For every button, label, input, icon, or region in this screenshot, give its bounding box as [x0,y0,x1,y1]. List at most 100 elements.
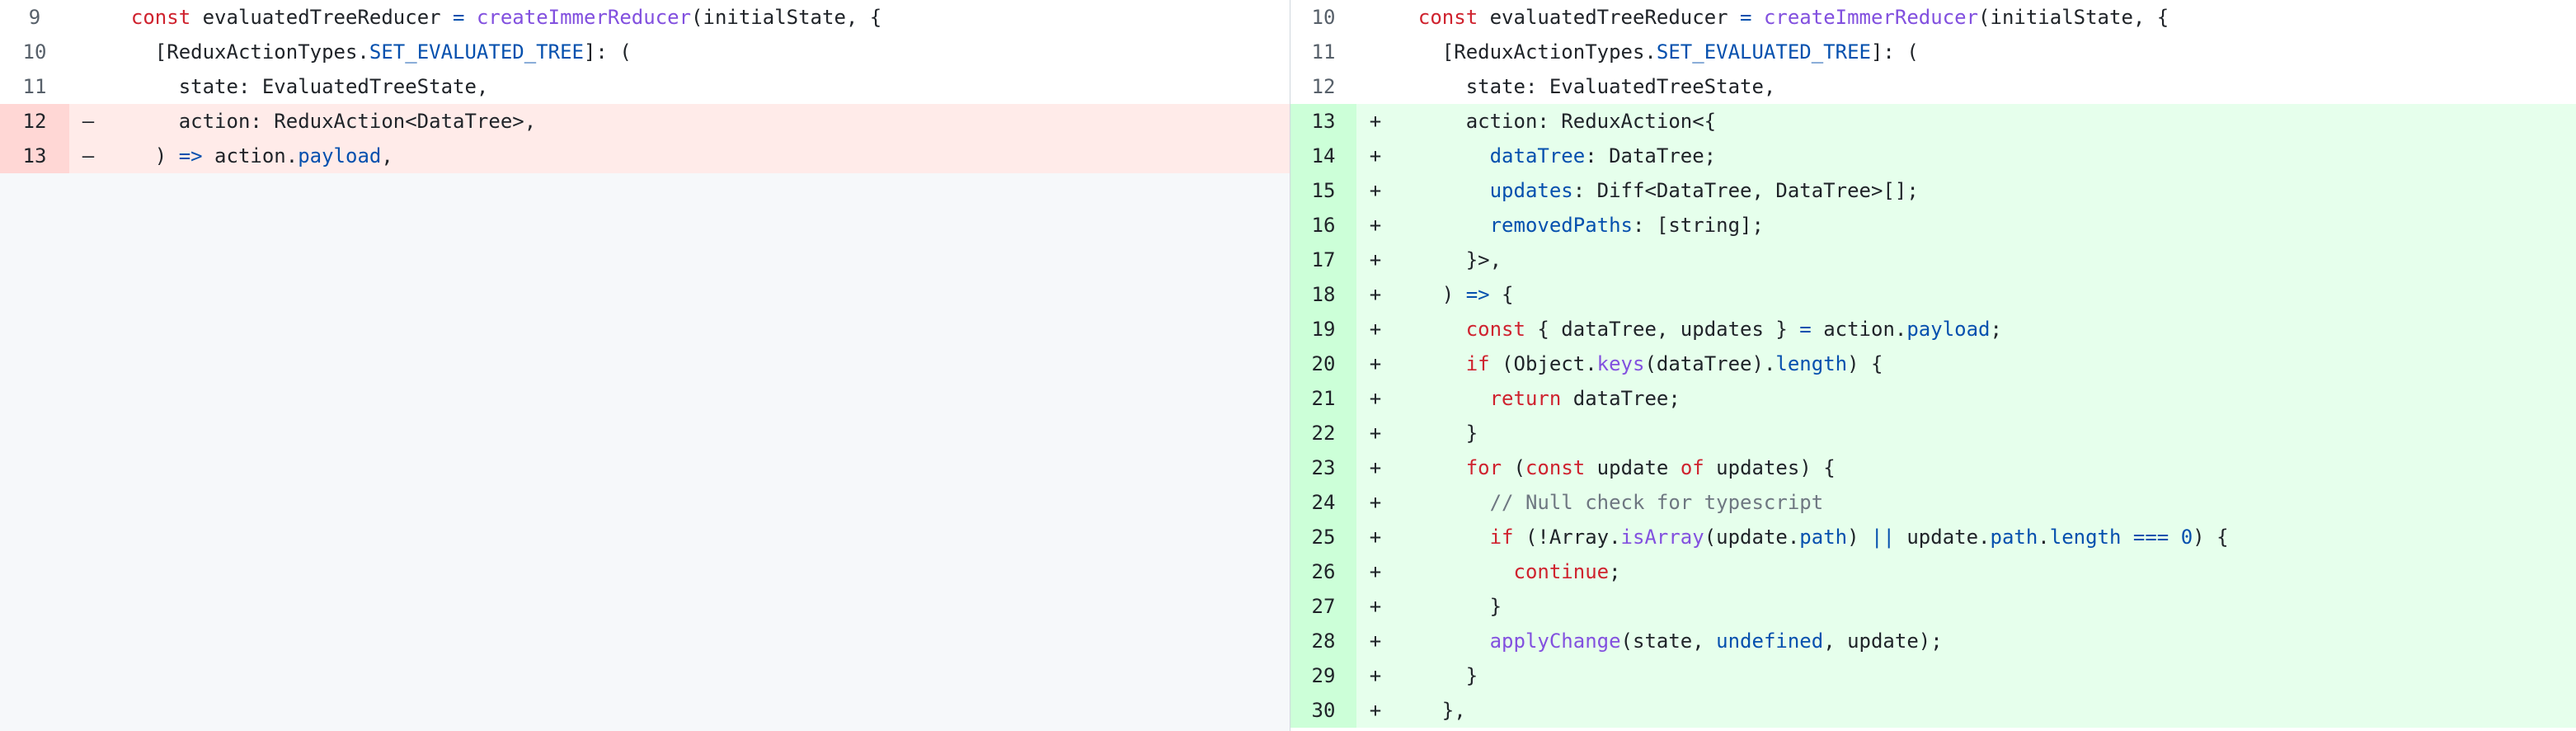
code-token: => [1465,283,1490,306]
diff-line-add: 16+ removedPaths: [string]; [1290,208,2576,243]
diff-marker: + [1369,491,1382,514]
code-token: payload [1906,318,1991,341]
code-text: } [1394,416,2576,450]
line-number[interactable]: 11 [1311,40,1336,64]
diff-marker: + [1369,214,1382,237]
diff-marker: + [1369,144,1382,167]
diff-line-add: 22+ } [1290,416,2576,450]
line-number[interactable]: 15 [1290,173,1356,208]
line-number[interactable]: 29 [1290,658,1356,693]
line-number[interactable]: 14 [1290,139,1356,173]
line-number[interactable]: 24 [1290,485,1356,520]
code-token: ) [107,144,179,167]
line-number[interactable]: 13 [0,139,69,173]
code-token [1394,387,1490,410]
code-token: state: EvaluatedTreeState, [1394,75,1776,98]
diff-line-add: 24 + // Null check for typescript [1290,485,2576,520]
diff-rows-old: 9 const evaluatedTreeReducer = createImm… [0,0,1290,173]
code-token: [ReduxActionTypes. [107,40,369,64]
code-token: ; [1990,318,2002,341]
code-text: // Null check for typescript [1394,485,2576,520]
diff-line-del: 12– action: ReduxAction<DataTree>, [0,104,1290,139]
line-number[interactable]: 26 [1290,554,1356,589]
line-number[interactable]: 17 [1290,243,1356,277]
code-token: const [1525,456,1586,479]
line-number[interactable]: 18 [1290,277,1356,312]
diff-marker: + [1369,630,1382,653]
line-number[interactable]: 9 [28,6,41,29]
code-text: dataTree: DataTree; [1394,139,2576,173]
diff-marker: + [1369,352,1382,375]
code-token: (state, [1620,630,1717,653]
line-number[interactable]: 16 [1290,208,1356,243]
line-number[interactable]: 12 [0,104,69,139]
line-number[interactable]: 20 [1290,347,1356,381]
code-token: } [1394,422,1478,445]
code-text: continue; [1394,554,2576,589]
code-token: === [2132,526,2169,549]
diff-marker: + [1369,110,1382,133]
line-number[interactable]: 12 [1311,75,1336,98]
code-token: { [1489,283,1514,306]
code-token [1394,214,1490,237]
code-token: } [1394,664,1478,687]
code-token: SET_EVALUATED_TREE [369,40,584,64]
line-number[interactable]: 22 [1290,416,1356,450]
code-token: = [453,6,465,29]
code-token: (!Array. [1513,526,1621,549]
code-token: ) { [2193,526,2229,549]
code-token: , [381,144,393,167]
line-number[interactable]: 10 [1311,6,1336,29]
diff-line-context: 9 const evaluatedTreeReducer = createImm… [0,0,1290,35]
line-number[interactable]: 11 [22,75,47,98]
code-token: (initialState, { [1978,6,2169,29]
code-token [1394,526,1490,549]
code-token [107,6,131,29]
line-number[interactable]: 23 [1290,450,1356,485]
diff-line-context: 11 state: EvaluatedTreeState, [0,69,1290,104]
diff-line-add: 27+ } [1290,589,2576,624]
code-token: ( [1502,456,1525,479]
code-token: dataTree [1489,144,1586,167]
code-token: of [1680,456,1704,479]
code-token: (initialState, { [691,6,882,29]
diff-marker: + [1369,456,1382,479]
diff-line-add: 28+ applyChange(state, undefined, update… [1290,624,2576,658]
line-number[interactable]: 21 [1290,381,1356,416]
code-token: (Object. [1489,352,1597,375]
line-number[interactable]: 30 [1290,693,1356,728]
diff-marker [69,69,107,104]
code-token: }>, [1394,248,1502,271]
code-token: ; [1609,560,1621,583]
diff-line-add: 30+ }, [1290,693,2576,728]
diff-marker: + [1369,526,1382,549]
code-token: createImmerReducer [476,6,692,29]
code-text: const { dataTree, updates } = action.pay… [1394,312,2576,347]
code-token: length [1775,352,1848,375]
line-number[interactable]: 28 [1290,624,1356,658]
diff-line-add: 20+ if (Object.keys(dataTree).length) { [1290,347,2576,381]
code-text: [ReduxActionTypes.SET_EVALUATED_TREE]: ( [107,35,1290,69]
diff-rows-new: 10 const evaluatedTreeReducer = createIm… [1290,0,2576,728]
diff-pane-old: 9 const evaluatedTreeReducer = createImm… [0,0,1290,173]
code-text: const evaluatedTreeReducer = createImmer… [107,0,1290,35]
code-token: { dataTree, updates } [1525,318,1800,341]
code-token: for [1465,456,1502,479]
diff-line-add: 17+ }>, [1290,243,2576,277]
code-token: undefined [1716,630,1824,653]
line-number[interactable]: 13 [1290,104,1356,139]
code-token: dataTree; [1561,387,1681,410]
code-token: // Null check for typescript [1489,491,1824,514]
line-number[interactable]: 10 [22,40,47,64]
code-text: }>, [1394,243,2576,277]
line-number[interactable]: 19 [1290,312,1356,347]
code-text: [ReduxActionTypes.SET_EVALUATED_TREE]: ( [1394,35,2576,69]
code-token: (dataTree). [1644,352,1776,375]
code-text: if (!Array.isArray(update.path) || updat… [1394,520,2576,554]
line-number[interactable]: 27 [1290,589,1356,624]
code-token: action: ReduxAction<{ [1394,110,1717,133]
line-number[interactable]: 25 [1290,520,1356,554]
code-token: if [1489,526,1514,549]
code-text: const evaluatedTreeReducer = createImmer… [1394,0,2576,35]
